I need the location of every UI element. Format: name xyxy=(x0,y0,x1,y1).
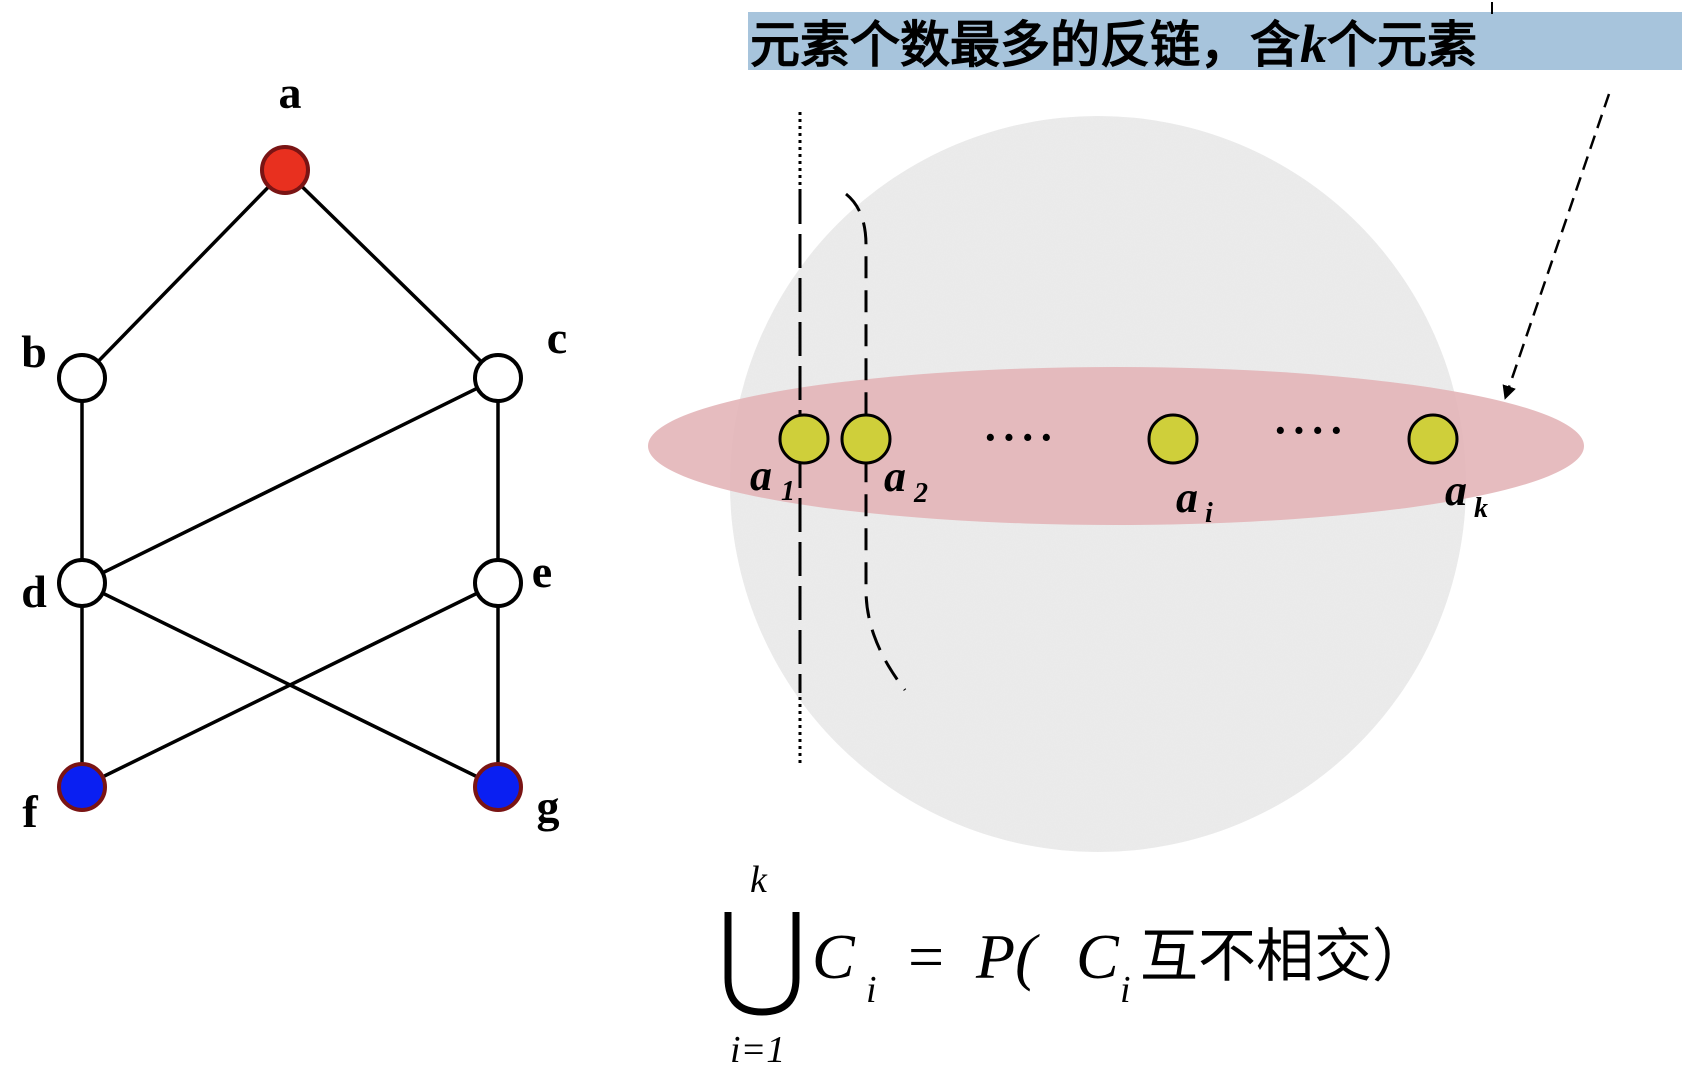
ellipsis-2: ···· xyxy=(1273,406,1348,455)
hasse-node-labels: a b c d e f g xyxy=(21,67,567,837)
big-union-symbol xyxy=(724,912,800,1016)
formula-sub-i2: i xyxy=(1120,969,1131,1011)
hasse-node-e xyxy=(473,558,523,608)
antichain-element-1 xyxy=(778,413,830,465)
formula-equals: = xyxy=(908,921,944,992)
formula-union-bottom: i=1 xyxy=(730,1029,785,1068)
hasse-node-a xyxy=(260,145,310,195)
caption-k: k xyxy=(1300,14,1327,74)
caption-part1: 元素个数最多的反链，含 xyxy=(750,16,1300,74)
formula-p: P( xyxy=(975,921,1040,992)
hasse-node-c xyxy=(473,353,523,403)
antichain-element-label-4: a xyxy=(1445,466,1467,515)
hasse-label-b: b xyxy=(21,326,47,377)
hasse-label-d: d xyxy=(21,566,47,617)
caption-part2: 个元素 xyxy=(1327,16,1477,74)
hasse-label-g: g xyxy=(537,781,560,832)
antichain-element-3 xyxy=(1147,413,1199,465)
caption-highlight xyxy=(748,12,1682,70)
antichain-element-4 xyxy=(1407,413,1459,465)
antichain-element-sub-3: i xyxy=(1205,498,1213,529)
hasse-diagram: a b c d e f g xyxy=(21,67,567,837)
formula-sub-i: i xyxy=(866,969,877,1011)
antichain-element-sub-2: 2 xyxy=(913,478,928,509)
hasse-edge-e-f xyxy=(81,581,499,789)
formula-c: C xyxy=(812,921,856,992)
hasse-node-g xyxy=(473,762,523,812)
hasse-node-f xyxy=(57,762,107,812)
hasse-edge-c-d xyxy=(81,376,499,585)
formula-union-top: k xyxy=(750,859,768,901)
antichain-element-sub-1: 1 xyxy=(781,476,795,507)
union-formula: k i=1 C i = P( C i 互不相交） xyxy=(724,859,1430,1068)
caption: 元素个数最多的反链，含k个元素 xyxy=(750,14,1477,74)
antichain-element-label-2: a xyxy=(884,452,906,501)
antichain-element-label-1: a xyxy=(750,451,772,500)
hasse-nodes xyxy=(57,145,523,812)
hasse-node-d xyxy=(57,558,107,608)
ellipsis-1: ···· xyxy=(983,413,1058,462)
formula-text-cn: 互不相交） xyxy=(1140,922,1430,990)
hasse-node-b xyxy=(57,353,107,403)
hasse-label-e: e xyxy=(532,546,552,597)
hasse-edges xyxy=(80,168,500,789)
antichain-element-2 xyxy=(840,413,892,465)
hasse-edge-a-c xyxy=(283,168,500,380)
formula-c2: C xyxy=(1076,921,1120,992)
caption-arrow xyxy=(1502,93,1611,400)
hasse-label-a: a xyxy=(279,67,302,118)
antichain-ellipse xyxy=(648,367,1584,525)
chain-2-dashed xyxy=(845,192,907,691)
antichain-element-label-3: a xyxy=(1176,473,1198,522)
antichain-element-sub-4: k xyxy=(1474,493,1488,524)
hasse-label-f: f xyxy=(22,786,38,837)
hasse-edge-a-b xyxy=(80,168,287,380)
hasse-label-c: c xyxy=(547,312,567,363)
